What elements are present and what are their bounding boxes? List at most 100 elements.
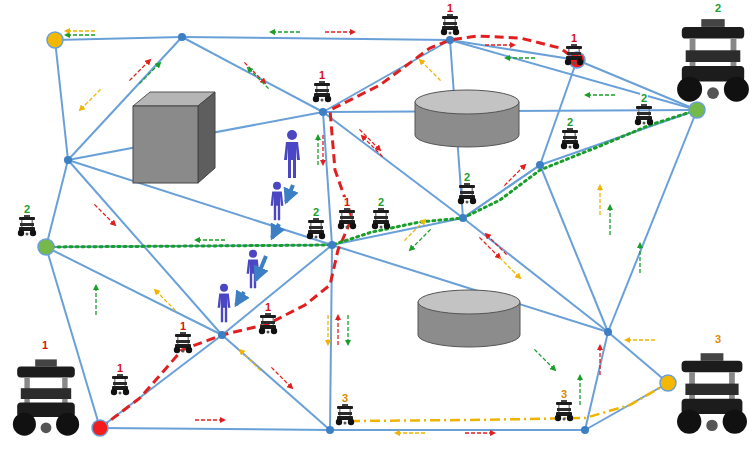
direction-arrow (504, 164, 525, 185)
robot-number: 1 (41, 340, 49, 351)
robot-small (307, 218, 325, 239)
robot-small (561, 128, 579, 149)
direction-arrow (534, 349, 555, 370)
direction-arrow (322, 135, 323, 165)
roadmap-edge (55, 40, 68, 160)
direction-arrow (154, 289, 175, 310)
start-goal-vertex (660, 375, 676, 391)
roadmap-edge (46, 247, 100, 428)
direction-arrow (337, 315, 338, 345)
robot-small (313, 81, 331, 102)
pedestrians (218, 130, 300, 322)
direction-arrow (271, 367, 292, 388)
obstacle-cylinder (418, 290, 520, 347)
robot-number: 2 (566, 117, 574, 128)
direction-arrows (65, 31, 655, 433)
robot-number: 1 (446, 3, 454, 14)
robot-1-path (100, 36, 577, 428)
direction-arrow (79, 89, 100, 110)
direction-arrow (599, 185, 600, 215)
roadmap-vertex (319, 108, 327, 116)
roadmap-edge (585, 383, 668, 430)
robot-small (441, 14, 459, 35)
robot-number: 1 (343, 197, 351, 208)
roadmap-edge (182, 37, 450, 40)
roadmap-vertex (178, 33, 186, 41)
roadmap-vertex (604, 328, 612, 336)
roadmap-edge (608, 332, 668, 383)
roadmap-edges (46, 37, 697, 430)
direction-arrow (327, 315, 328, 345)
robot-small (18, 215, 36, 236)
obstacle-cylinder (415, 90, 519, 147)
robot-number: 3 (560, 389, 568, 400)
direction-arrow (247, 67, 268, 88)
direction-arrow (625, 339, 655, 340)
roadmap-edge (100, 335, 222, 428)
robot-small (635, 104, 653, 125)
roadmap-edge (463, 165, 540, 218)
robot-small (458, 183, 476, 204)
roadmap-edge (540, 165, 608, 332)
direction-arrow (599, 345, 600, 375)
roadmap-vertex (218, 331, 226, 339)
roadmap-vertex (581, 426, 589, 434)
direction-arrow (195, 419, 225, 420)
robot-small (174, 332, 192, 353)
start-goal-vertex (92, 420, 108, 436)
robot-number: 1 (318, 70, 326, 81)
direction-arrow (325, 31, 355, 32)
start-goal-vertex (689, 102, 705, 118)
direction-arrow (317, 135, 318, 165)
robot-number: 1 (179, 321, 187, 332)
roadmap-edge (55, 37, 182, 40)
robot-large (677, 19, 749, 102)
roadmap-vertex (446, 36, 454, 44)
roadmap-edge (330, 429, 585, 431)
roadmap-edge (46, 160, 68, 247)
start-goal-vertex (47, 32, 63, 48)
robot-number: 1 (570, 33, 578, 44)
direction-arrow (419, 59, 440, 80)
direction-arrow (65, 30, 95, 31)
roadmap-edge (222, 335, 330, 430)
direction-arrow (465, 432, 495, 433)
direction-arrow (129, 59, 150, 80)
robot-small (372, 208, 390, 229)
direction-arrow (585, 94, 615, 95)
roadmap-vertex (459, 214, 467, 222)
robot-small (565, 44, 583, 65)
direction-arrow (361, 135, 382, 156)
robot-number: 2 (714, 3, 722, 14)
robot-number: 1 (116, 363, 124, 374)
roadmap-vertex (328, 241, 336, 249)
roadmap-vertex (326, 426, 334, 434)
robot-large (13, 359, 79, 435)
robot-small (338, 208, 356, 229)
direction-arrow (239, 349, 260, 370)
direction-arrow (505, 57, 535, 58)
robot-number: 2 (463, 172, 471, 183)
roadmap-edge (540, 60, 577, 165)
direction-arrow (404, 219, 425, 240)
roadmap-vertex (64, 156, 72, 164)
direction-arrow (409, 229, 430, 250)
roadmap-vertices (38, 32, 705, 436)
direction-arrow (347, 315, 348, 345)
robot-number: 2 (312, 207, 320, 218)
robot-number: 1 (264, 302, 272, 313)
robot-small (259, 313, 277, 334)
robot-3-path (350, 383, 668, 421)
direction-arrow (395, 432, 425, 433)
direction-arrow (639, 243, 640, 273)
direction-arrow (499, 257, 520, 278)
robot-small (555, 400, 573, 421)
robot-number: 2 (640, 93, 648, 104)
direction-arrow (139, 62, 160, 83)
direction-arrow (65, 34, 95, 35)
obstacle-cube (133, 92, 215, 183)
direction-arrow (359, 129, 380, 150)
start-goal-vertex (38, 239, 54, 255)
